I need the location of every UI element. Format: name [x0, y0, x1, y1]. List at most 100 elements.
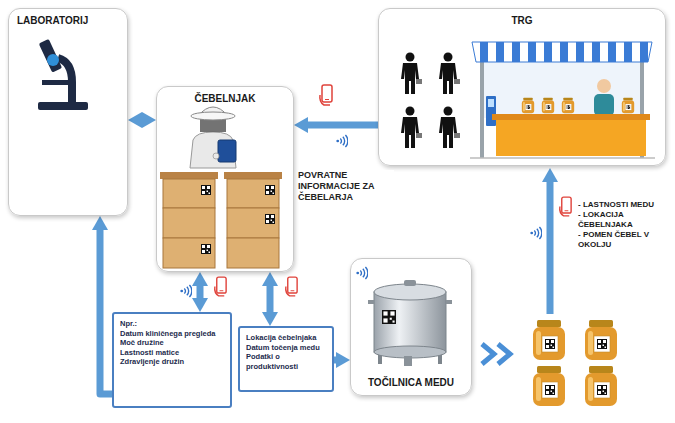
flow-arrow [197, 282, 204, 302]
note-item: Zdravljenje družin [120, 357, 184, 367]
honey-extractor [374, 292, 446, 352]
market-stall [496, 120, 646, 156]
box-title: LABORATORIJ [17, 15, 88, 27]
customers [439, 53, 460, 95]
box-title: TOČILNICA MEDU [368, 377, 454, 389]
flow-chevrons [482, 344, 494, 364]
signal-icons [530, 227, 542, 239]
microscope-icon [38, 102, 88, 110]
annotation-label: - LASTNOSTI MEDU [578, 200, 670, 210]
customers [401, 53, 422, 95]
flow-arrow [334, 357, 340, 364]
annotation-list: - LASTNOSTI MEDU- LOKACIJA ČEBELNJAKA- P… [578, 200, 670, 250]
beehive-left [201, 185, 211, 195]
extractor-box: TOČILNICA MEDU [350, 258, 472, 396]
microscope-icon [47, 54, 59, 66]
jars-to-market-arrow [547, 180, 554, 314]
signal-icons [356, 267, 368, 279]
beekeeper-figure [190, 107, 236, 168]
market-stall [486, 96, 496, 126]
honey-extractor [368, 300, 374, 304]
note-scroll: Lokacija čebelnjakaDatum točenja meduPod… [238, 326, 334, 392]
annotation-label: - LOKACIJA ČEBELNJAKA [578, 210, 670, 230]
beehive-right [227, 238, 279, 268]
market-stall [492, 114, 650, 120]
market-stall [472, 42, 652, 62]
market-box: TRG [378, 8, 666, 166]
signal-icons [180, 85, 571, 297]
beehive-right [224, 172, 282, 268]
box-title: TRG [511, 15, 532, 27]
beehive-left [163, 238, 215, 268]
market-stall [488, 99, 494, 107]
beehive-right [224, 172, 282, 179]
beekeeper-figure [191, 112, 235, 120]
market-stall [542, 98, 554, 113]
honey-extractor [382, 310, 396, 324]
market-stall [622, 98, 634, 113]
beehive-right [227, 208, 279, 238]
note-item: Datum kliničnega pregleda [120, 329, 215, 339]
note-item: Lokacija čebelnjaka [246, 333, 316, 343]
note-item: Lastnosti matice [120, 348, 179, 358]
honey-jars [533, 320, 565, 360]
honey-extractor [404, 280, 416, 286]
flow-chevrons [498, 344, 510, 364]
signal-icons [336, 135, 348, 147]
beekeeper-figure [213, 153, 219, 159]
market-stall [470, 157, 655, 159]
box-title: ČEBELNJAK [194, 93, 255, 105]
signal-icons [215, 277, 226, 296]
signal-icons [180, 285, 192, 297]
flow-arrow [267, 282, 274, 316]
honey-extractor [368, 280, 452, 366]
note-scroll: Npr.:Datum kliničnega pregledaMoč družin… [112, 312, 232, 408]
microscope-icon [38, 39, 88, 110]
lab-box: LABORATORIJ [8, 8, 128, 216]
honey-jars [533, 320, 617, 406]
honey-jars [533, 366, 565, 406]
note-item: Datum točenja medu [246, 343, 320, 353]
beehive-left [160, 172, 218, 268]
market-stall [480, 60, 484, 158]
beehive-right [265, 185, 275, 195]
signal-icons [560, 197, 571, 216]
flow-arrow [138, 117, 146, 124]
beehive-left [163, 179, 215, 208]
market-stall [562, 98, 574, 113]
edge-label: POVRATNE INFORMACIJE ZA ČEBELARJA [298, 170, 394, 202]
flow-arrow [304, 122, 378, 129]
jars-to-market-arrow [542, 168, 558, 314]
beehive-right [227, 179, 279, 208]
flow-chevrons [482, 344, 510, 364]
beehive-left [160, 172, 218, 179]
market-stall [484, 62, 640, 118]
note-item: Podatki o produktivnosti [246, 352, 326, 371]
apiary-box: ČEBELNJAK [156, 86, 294, 272]
market-stall [597, 79, 611, 93]
jars-to-market-arrow [542, 168, 558, 182]
honey-extractor [374, 284, 446, 300]
beehive-left [163, 208, 215, 238]
note-item: Moč družine [120, 338, 164, 348]
microscope-icon [39, 39, 62, 73]
market-stall [594, 94, 614, 116]
annotation-label: - POMEN ČEBEL V OKOLJU [578, 230, 670, 250]
customers [439, 107, 460, 149]
customers [401, 107, 422, 149]
beekeeper-figure [218, 140, 236, 162]
beekeeper-figure [190, 132, 236, 168]
beehive-left [201, 244, 211, 254]
market-stall [522, 98, 534, 113]
honey-extractor [446, 300, 452, 304]
microscope-icon [42, 80, 74, 85]
signal-icons [286, 277, 297, 296]
customers [401, 53, 460, 149]
beehive-right [265, 214, 275, 224]
market-stall [470, 42, 655, 158]
connector-group [100, 120, 378, 394]
signal-icons [320, 85, 332, 105]
honey-jars [585, 366, 617, 406]
